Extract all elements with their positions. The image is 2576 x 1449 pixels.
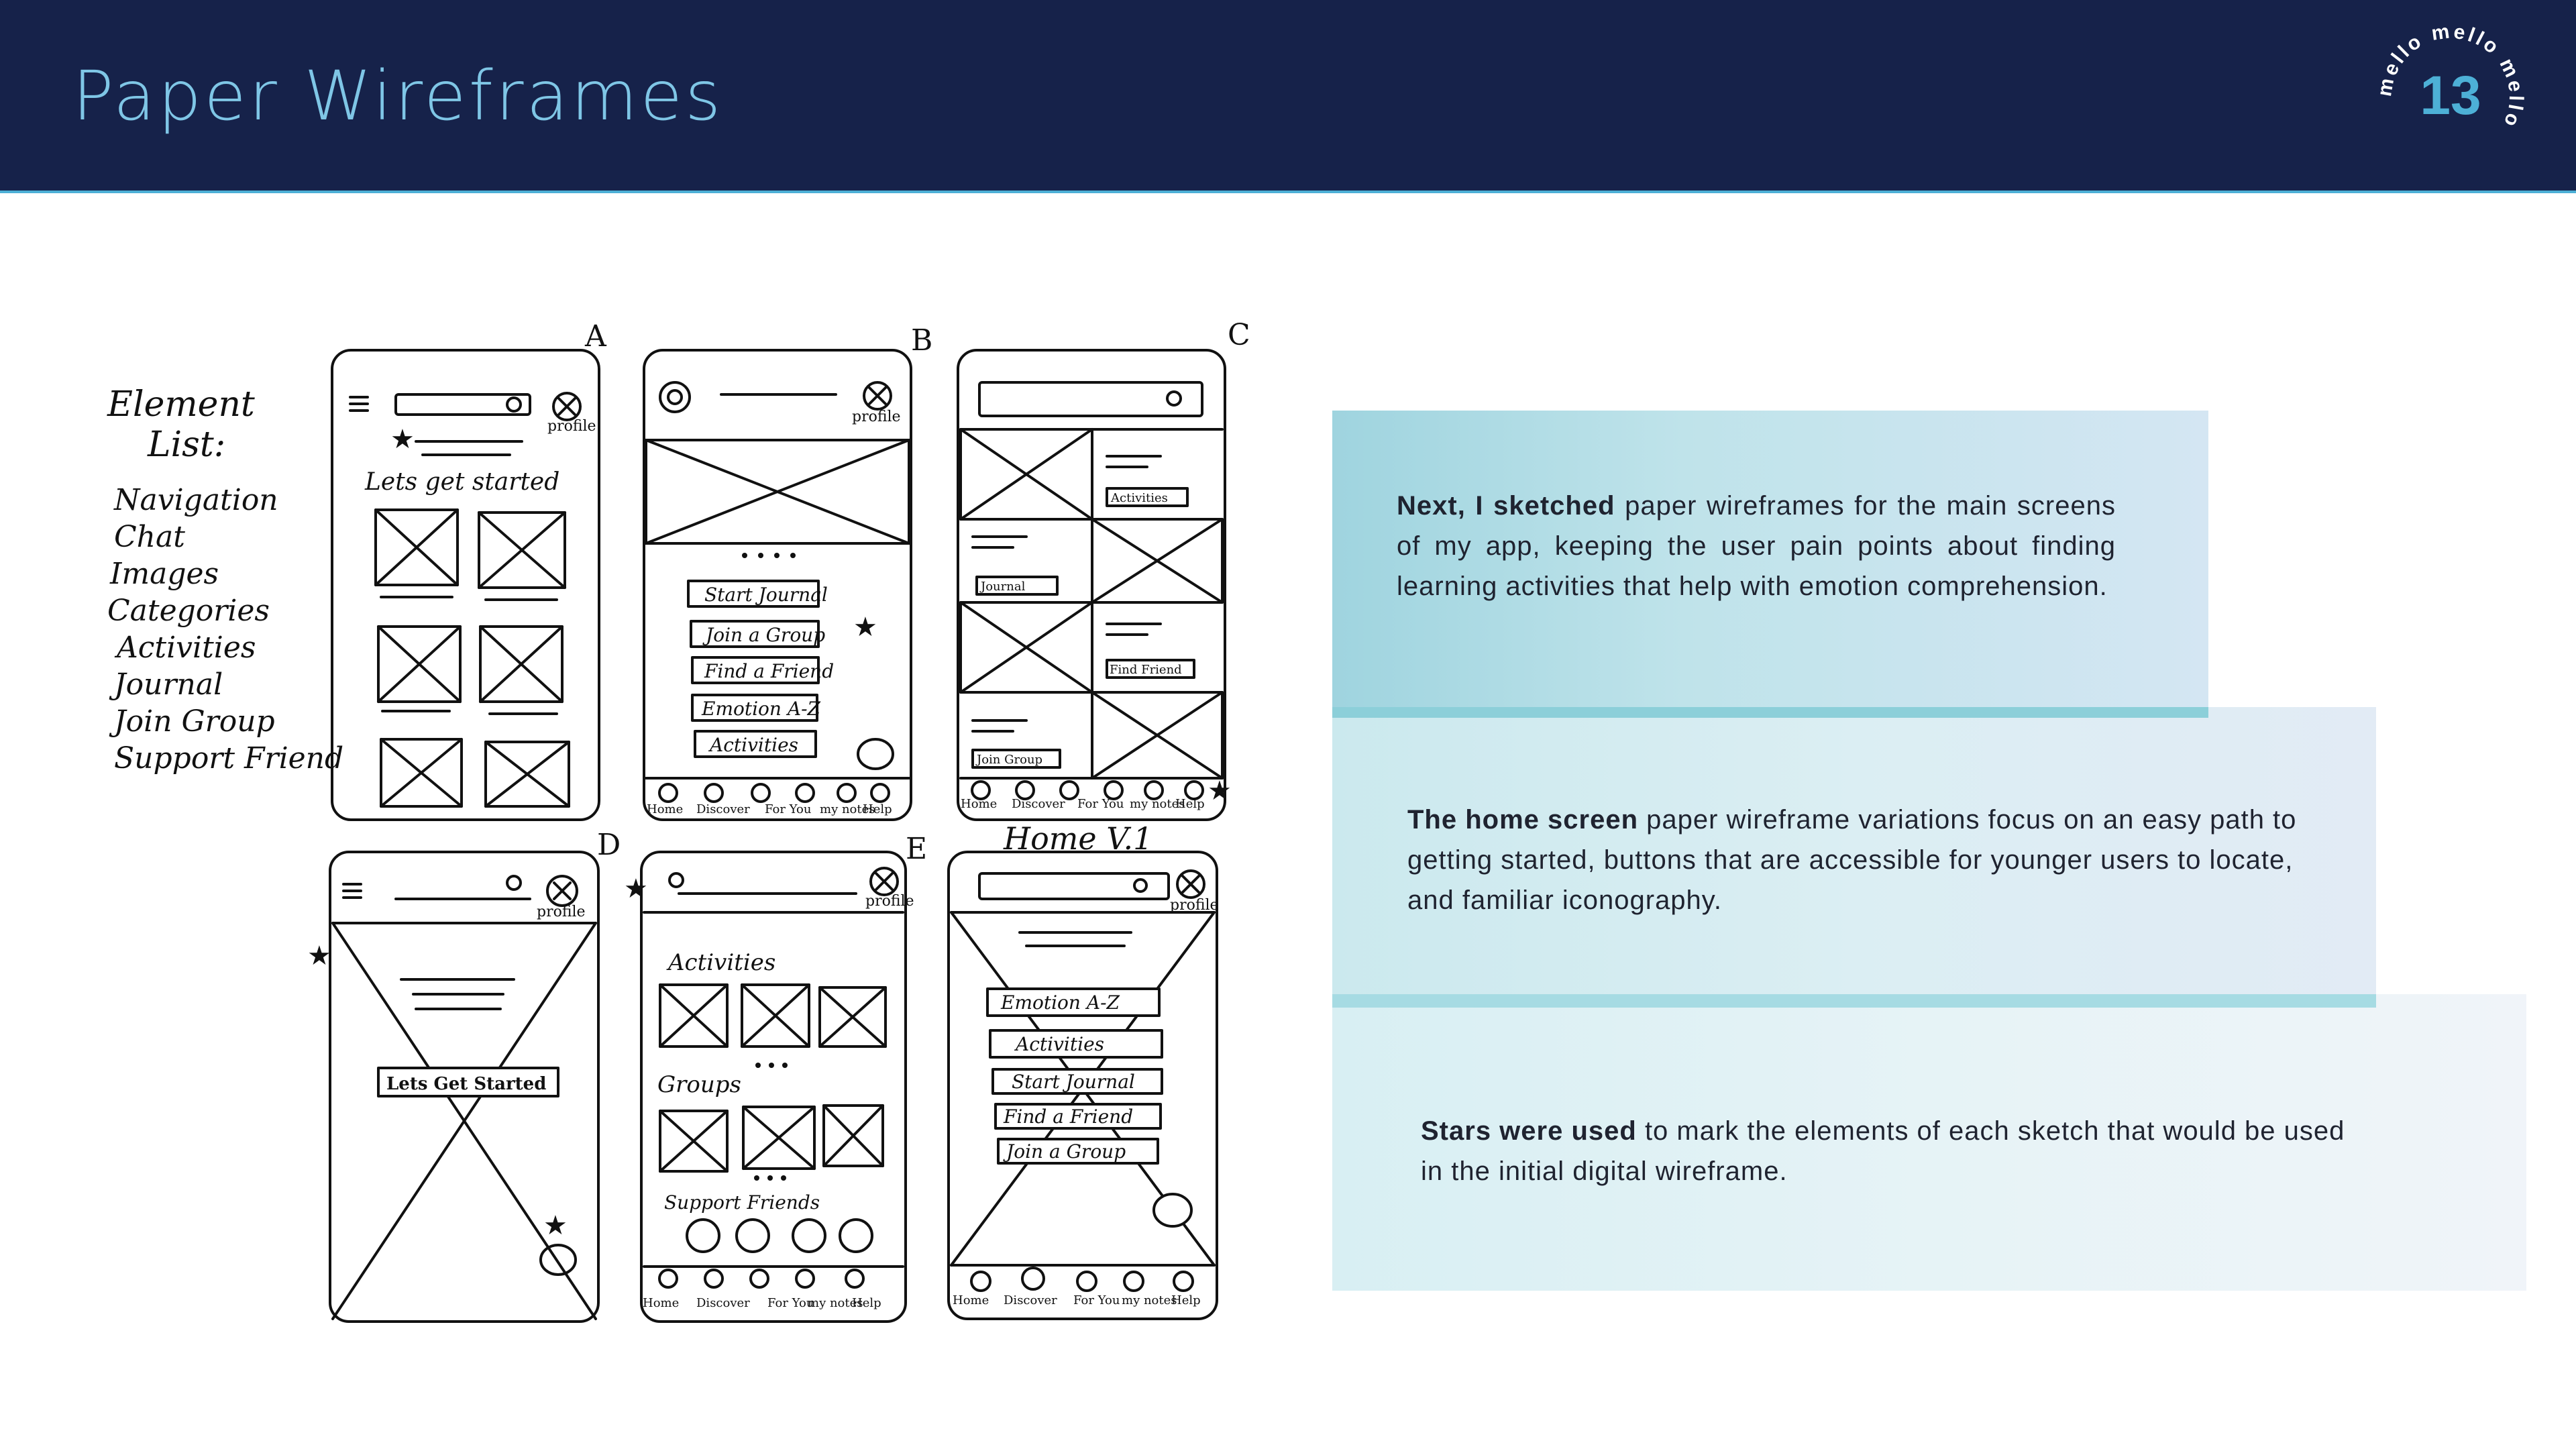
panel-1-accent-bar bbox=[1332, 707, 2208, 718]
page-title: Paper Wireframes bbox=[72, 56, 724, 136]
sketch-tag: Find Friend bbox=[1110, 663, 1182, 677]
svg-text:my notes: my notes bbox=[808, 1296, 863, 1310]
panel-3-bold: Stars were used bbox=[1421, 1116, 1637, 1146]
svg-text:Discover: Discover bbox=[1012, 797, 1065, 811]
svg-text:For You: For You bbox=[765, 802, 811, 816]
sketch-c: C Activities Journal Find Friend Join Gr… bbox=[957, 318, 1250, 821]
lets-get-started-button: Lets Get Started bbox=[386, 1074, 546, 1094]
sketch-a: A profile ★ Lets get started bbox=[331, 319, 607, 821]
nav-bar-labels: Home bbox=[647, 802, 683, 816]
star-icon: ★ bbox=[307, 941, 331, 971]
sketch-e: E ★ profile Activities Groups Support Fr… bbox=[624, 832, 927, 1323]
sketch-tag: Journal bbox=[979, 580, 1026, 594]
info-panel-3 bbox=[1332, 994, 2526, 1291]
panel-2-body: paper wireframe variations focus on an e… bbox=[1407, 805, 2297, 915]
sketch-button: Join a Group bbox=[702, 624, 825, 646]
panel-2-accent-bar bbox=[1332, 994, 2376, 1008]
info-panel-2 bbox=[1332, 707, 2376, 1008]
profile-label: profile bbox=[865, 893, 914, 910]
svg-text:Help: Help bbox=[1175, 797, 1205, 811]
panel-1-body: paper wireframes for the main screens of… bbox=[1397, 491, 2116, 601]
svg-text:Discover: Discover bbox=[1004, 1293, 1057, 1307]
sketch-button: Start Journal bbox=[1012, 1071, 1135, 1093]
element-list-item: Join Group bbox=[109, 704, 275, 739]
lets-get-started-text: Lets get started bbox=[364, 468, 559, 496]
star-icon: ★ bbox=[1208, 775, 1232, 806]
sketch-label-e: E bbox=[906, 832, 927, 866]
panel-2-bold: The home screen bbox=[1407, 805, 1639, 835]
panel-3-body: to mark the elements of each sketch that… bbox=[1421, 1116, 2345, 1186]
svg-text:Home: Home bbox=[961, 797, 997, 811]
element-list-item: Categories bbox=[107, 594, 270, 628]
element-list-item: Activities bbox=[114, 631, 256, 665]
svg-text:my notes: my notes bbox=[820, 802, 875, 816]
section-activities: Activities bbox=[666, 949, 775, 976]
star-icon: ★ bbox=[624, 873, 648, 904]
section-groups: Groups bbox=[657, 1071, 741, 1098]
sketch-button: Emotion A-Z bbox=[701, 698, 821, 720]
profile-label: profile bbox=[537, 904, 586, 920]
element-list-title: Element bbox=[107, 384, 255, 425]
panel-2-text: The home screen paper wireframe variatio… bbox=[1407, 800, 2333, 920]
sketch-button: Emotion A-Z bbox=[1000, 991, 1120, 1014]
element-list-item: Images bbox=[109, 557, 219, 591]
sketch-button: Find a Friend bbox=[1003, 1106, 1133, 1128]
svg-text:Home: Home bbox=[643, 1296, 679, 1310]
svg-text:my notes: my notes bbox=[1130, 797, 1185, 811]
sketch-label-b: B bbox=[911, 323, 932, 358]
sketch-button: Find a Friend bbox=[704, 660, 834, 682]
sketch-label-d: D bbox=[597, 828, 621, 862]
sketch-tag: Activities bbox=[1110, 491, 1168, 505]
sketch-label-a: A bbox=[584, 319, 607, 354]
element-list-item: Chat bbox=[114, 520, 185, 554]
star-icon: ★ bbox=[390, 424, 415, 455]
header-divider bbox=[0, 191, 2576, 193]
profile-label: profile bbox=[1170, 897, 1219, 914]
element-list-item: Support Friend bbox=[114, 741, 343, 775]
svg-text:For You: For You bbox=[1077, 797, 1124, 811]
svg-text:Home: Home bbox=[953, 1293, 989, 1307]
mello-logo-badge: mello mello mello bbox=[2373, 20, 2524, 132]
slide-number: 13 bbox=[2420, 65, 2481, 126]
sketch-b: B profile Start Journal Join a Group Fin… bbox=[643, 323, 932, 821]
element-list-title-2: List: bbox=[147, 425, 225, 465]
sketch-label-c: C bbox=[1228, 318, 1250, 352]
sketch-home-v1: Home V.1 profile Emotion A-Z Activities … bbox=[947, 820, 1219, 1320]
svg-text:my notes: my notes bbox=[1122, 1293, 1177, 1307]
sketch-tag: Join Group bbox=[975, 753, 1042, 767]
panel-1-text: Next, I sketched paper wireframes for th… bbox=[1397, 486, 2116, 606]
svg-text:Discover: Discover bbox=[696, 1296, 750, 1310]
profile-label: profile bbox=[852, 409, 901, 425]
element-list-item: Journal bbox=[109, 667, 223, 702]
panel-3-text: Stars were used to mark the elements of … bbox=[1421, 1111, 2373, 1191]
star-icon: ★ bbox=[543, 1210, 568, 1241]
profile-label: profile bbox=[547, 418, 596, 435]
sketch-button: Activities bbox=[1014, 1033, 1104, 1055]
sketch-button: Join a Group bbox=[1003, 1140, 1126, 1163]
sketch-d: D profile Lets Get Started ★ ★ bbox=[307, 828, 621, 1323]
svg-text:For You: For You bbox=[767, 1296, 814, 1310]
svg-text:Help: Help bbox=[852, 1296, 881, 1310]
section-support-friends: Support Friends bbox=[664, 1191, 820, 1214]
home-version-label: Home V.1 bbox=[1003, 820, 1152, 857]
sketch-button: Activities bbox=[708, 734, 798, 756]
svg-text:Discover: Discover bbox=[696, 802, 750, 816]
svg-text:For You: For You bbox=[1073, 1293, 1120, 1307]
sketch-button: Start Journal bbox=[704, 584, 828, 606]
element-list-item: Navigation bbox=[113, 483, 278, 517]
header-bar bbox=[0, 0, 2576, 191]
svg-text:Help: Help bbox=[1171, 1293, 1201, 1307]
panel-1-bold: Next, I sketched bbox=[1397, 491, 1615, 521]
star-icon: ★ bbox=[853, 612, 877, 643]
paper-wireframe-sketches: Element List: Navigation Chat Images Cat… bbox=[107, 318, 1250, 1323]
svg-text:Help: Help bbox=[863, 802, 892, 816]
info-panel-1 bbox=[1332, 411, 2208, 718]
